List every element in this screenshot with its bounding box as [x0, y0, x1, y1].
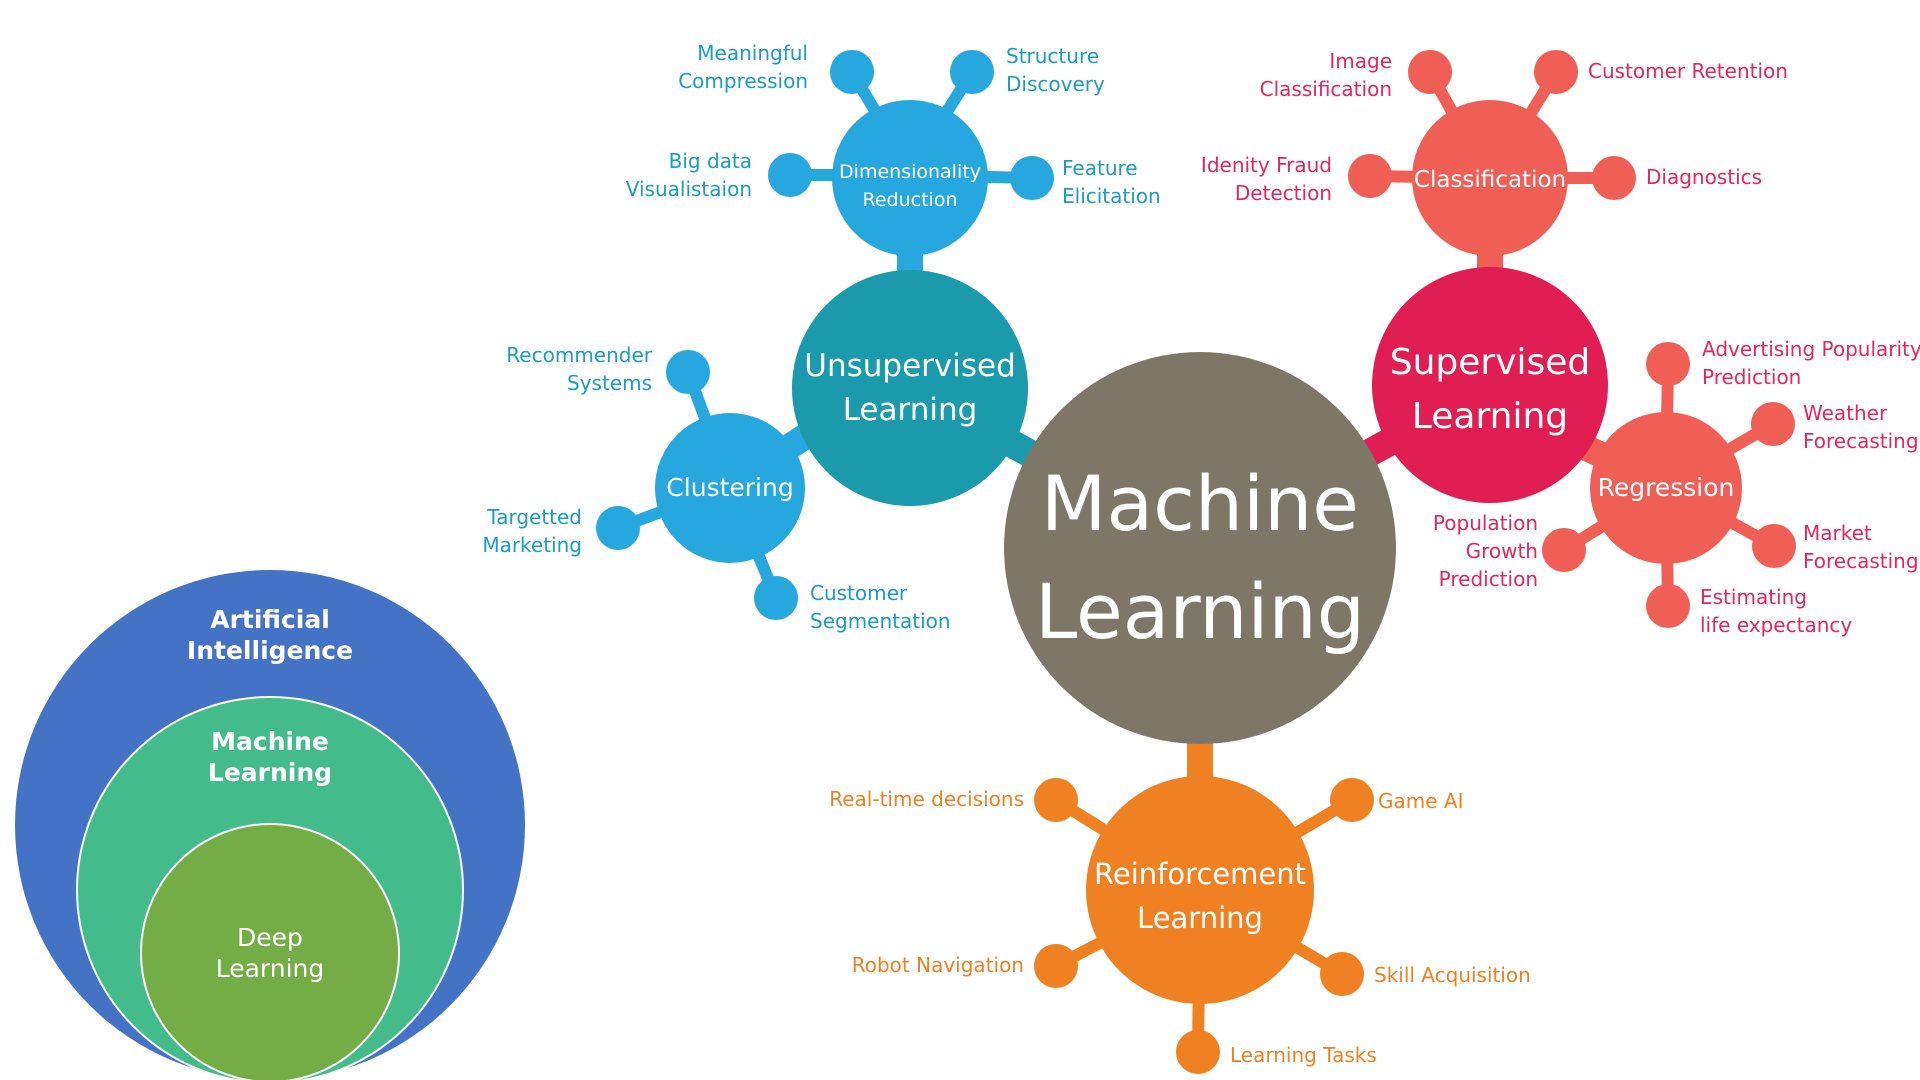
center-label-1: Machine — [1041, 459, 1359, 548]
leaf-weather-2: Forecasting — [1803, 429, 1919, 453]
dot-realtime — [1034, 778, 1078, 822]
classification-label: Classification — [1414, 167, 1566, 193]
leaf-fraud-2: Detection — [1235, 181, 1332, 205]
leaf-recommender-1: Recommender — [506, 343, 652, 367]
venn-middle-label-2: Learning — [208, 758, 332, 787]
dot-targetted — [596, 506, 640, 550]
regression-hub — [1590, 412, 1742, 564]
leaf-image-2: Classification — [1260, 77, 1392, 101]
leaf-skill: Skill Acquisition — [1374, 963, 1531, 987]
dot-robot — [1034, 944, 1078, 988]
leaf-population-1: Population — [1433, 511, 1538, 535]
center-label-2: Learning — [1035, 567, 1365, 656]
machine-learning-center — [1004, 352, 1396, 744]
dot-population — [1542, 528, 1586, 572]
dot-gameai — [1330, 778, 1374, 822]
dot-weather — [1751, 402, 1795, 446]
leaf-targetted-2: Marketing — [482, 533, 582, 557]
venn-inner-label-2: Learning — [216, 954, 325, 983]
regression-label: Regression — [1598, 473, 1735, 502]
dimensionality-label-1: Dimensionality — [839, 161, 981, 183]
leaf-realtime: Real-time decisions — [829, 787, 1024, 811]
dot-structure — [950, 50, 994, 94]
leaf-dots — [596, 50, 1796, 1074]
leaf-structure-1: Structure — [1006, 44, 1099, 68]
dot-bigdata — [768, 153, 812, 197]
leaf-customer-2: Segmentation — [810, 609, 951, 633]
reinforcement-hub — [1086, 776, 1314, 1004]
reinforcement-leaf-labels: Real-time decisions Game AI Robot Naviga… — [829, 787, 1531, 1067]
leaf-market-1: Market — [1803, 521, 1872, 545]
dot-meaningful — [830, 50, 874, 94]
dot-fraud — [1348, 154, 1392, 198]
leaf-population-3: Prediction — [1439, 567, 1538, 591]
dot-tasks — [1176, 1030, 1220, 1074]
dot-diagnostics — [1592, 156, 1636, 200]
leaf-image-1: Image — [1329, 49, 1392, 73]
leaf-bigdata-2: Visualistaion — [626, 177, 752, 201]
reinforcement-label-1: Reinforcement — [1094, 857, 1306, 891]
unsupervised-label-1: Unsupervised — [804, 348, 1016, 384]
venn-outer-label-1: Artificial — [210, 605, 330, 634]
supervised-hub — [1372, 267, 1608, 503]
venn-outer-label-2: Intelligence — [187, 636, 353, 665]
venn-middle-label-1: Machine — [211, 727, 329, 756]
dot-retention — [1534, 50, 1578, 94]
dot-skill — [1320, 952, 1364, 996]
leaf-recommender-2: Systems — [567, 371, 652, 395]
dot-customer — [754, 576, 798, 620]
leaf-meaningful-2: Compression — [678, 69, 808, 93]
supervised-leaf-labels: Image Classification Customer Retention … — [1201, 49, 1920, 637]
leaf-advertising-2: Prediction — [1702, 365, 1801, 389]
leaf-weather-1: Weather — [1803, 401, 1888, 425]
venn-inner-circle — [140, 823, 400, 1080]
dimensionality-hub — [832, 100, 988, 256]
leaf-population-2: Growth — [1466, 539, 1538, 563]
leaf-life-2: life expectancy — [1700, 613, 1852, 637]
leaf-gameai: Game AI — [1378, 789, 1463, 813]
leaf-retention: Customer Retention — [1588, 59, 1788, 83]
leaf-tasks: Learning Tasks — [1230, 1043, 1377, 1067]
unsupervised-hub — [792, 270, 1028, 506]
leaf-diagnostics: Diagnostics — [1646, 165, 1762, 189]
dot-market — [1752, 524, 1796, 568]
dot-recommender — [666, 350, 710, 394]
hub-circles — [655, 100, 1742, 1004]
leaf-structure-2: Discovery — [1006, 72, 1105, 96]
leaf-customer-1: Customer — [810, 581, 908, 605]
reinforcement-label-2: Learning — [1137, 901, 1263, 935]
supervised-label-1: Supervised — [1390, 342, 1591, 383]
unsupervised-leaf-labels: Meaningful Compression Structure Discove… — [482, 41, 1160, 633]
dot-feature — [1010, 156, 1054, 200]
dot-image — [1408, 50, 1452, 94]
leaf-advertising-1: Advertising Popularity — [1702, 337, 1920, 361]
hub-labels: Machine Learning Unsupervised Learning D… — [666, 161, 1734, 935]
dimensionality-label-2: Reduction — [863, 189, 958, 211]
dot-life — [1646, 584, 1690, 628]
leaf-market-2: Forecasting — [1803, 549, 1919, 573]
venn-inner-label-1: Deep — [237, 923, 303, 952]
unsupervised-label-2: Learning — [843, 392, 978, 428]
supervised-label-2: Learning — [1412, 396, 1568, 437]
clustering-hub — [655, 413, 805, 563]
leaf-fraud-1: Idenity Fraud — [1201, 153, 1332, 177]
classification-hub — [1412, 100, 1568, 256]
dot-advertising — [1646, 342, 1690, 386]
leaf-meaningful-1: Meaningful — [697, 41, 808, 65]
leaf-feature-2: Elicitation — [1062, 184, 1161, 208]
clustering-label: Clustering — [666, 473, 793, 502]
leaf-targetted-1: Targetted — [486, 505, 582, 529]
ai-ml-dl-nested-circles: Artificial Intelligence Machine Learning… — [15, 570, 525, 1080]
leaf-life-1: Estimating — [1700, 585, 1807, 609]
leaf-bigdata-1: Big data — [669, 149, 752, 173]
leaf-feature-1: Feature — [1062, 156, 1138, 180]
leaf-robot: Robot Navigation — [852, 953, 1024, 977]
